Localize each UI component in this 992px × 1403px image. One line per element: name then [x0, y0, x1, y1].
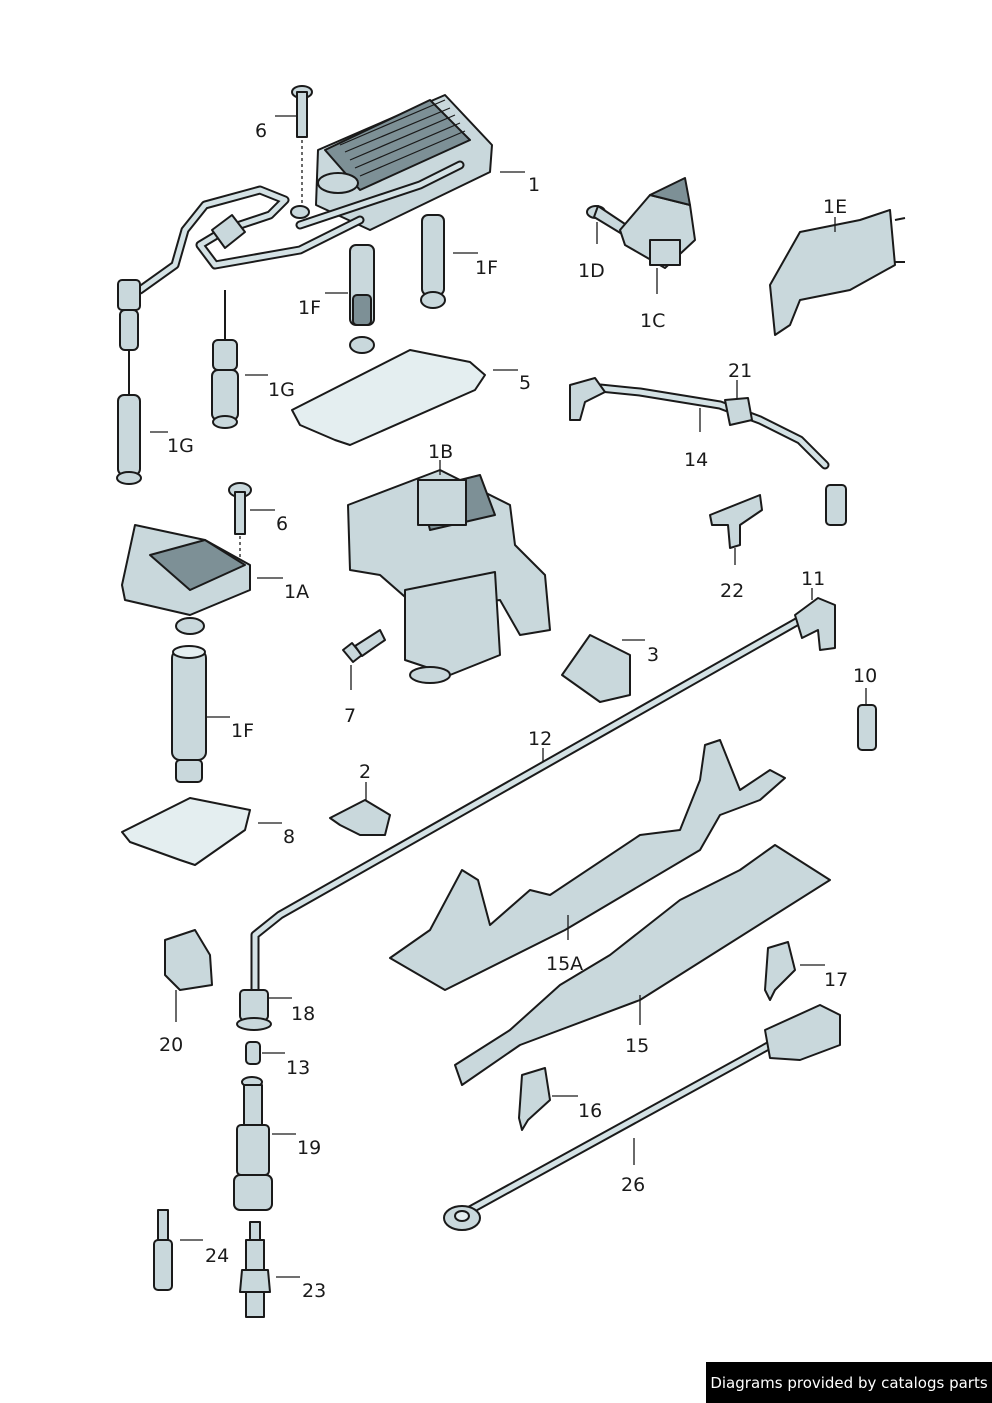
plug-lead-1g-left[interactable]: [116, 279, 142, 485]
label-2: 2: [359, 761, 371, 783]
part-labels: 6 1 1E 1D 1F 1F 1C 21 5 1G 1G 1B 14 6 11…: [159, 120, 877, 1302]
gasket-8[interactable]: [121, 797, 251, 866]
sensor-10[interactable]: [857, 704, 877, 751]
bolt-7[interactable]: [342, 629, 386, 663]
hose-clip-21[interactable]: [724, 397, 753, 426]
label-6-mid: 6: [276, 513, 288, 535]
label-12: 12: [528, 728, 552, 750]
spark-plug-23[interactable]: [239, 1221, 271, 1318]
label-1a: 1A: [284, 581, 309, 603]
label-15a: 15A: [546, 953, 583, 975]
label-14: 14: [684, 449, 708, 471]
ignition-coil-1a[interactable]: [121, 524, 251, 635]
label-17: 17: [824, 969, 848, 991]
label-1c: 1C: [640, 310, 665, 332]
plug-connector-19[interactable]: [233, 1076, 273, 1211]
label-3: 3: [647, 644, 659, 666]
plug-lead-1g-right[interactable]: [211, 290, 239, 429]
harness-bracket-15a[interactable]: [389, 739, 786, 991]
label-1f-a: 1F: [475, 257, 498, 279]
label-1: 1: [528, 174, 540, 196]
label-23: 23: [302, 1280, 326, 1302]
lead-12[interactable]: [250, 615, 805, 995]
sleeve-18[interactable]: [236, 989, 272, 1031]
clip-17[interactable]: [764, 941, 796, 1001]
ignition-coil-pack-1[interactable]: [135, 94, 493, 295]
label-1g-b: 1G: [167, 435, 194, 457]
elbow-connector-11[interactable]: [794, 597, 836, 651]
label-26: 26: [621, 1174, 645, 1196]
insert-13[interactable]: [245, 1041, 261, 1065]
label-20: 20: [159, 1034, 183, 1056]
boot-20[interactable]: [164, 929, 213, 991]
label-11: 11: [801, 568, 825, 590]
coil-connector-1f-upper[interactable]: [349, 214, 446, 354]
label-8: 8: [283, 826, 295, 848]
label-19: 19: [297, 1137, 321, 1159]
clip-16[interactable]: [518, 1067, 551, 1131]
gasket-5[interactable]: [291, 349, 486, 446]
label-1b: 1B: [428, 441, 453, 463]
label-5: 5: [519, 372, 531, 394]
label-13: 13: [286, 1057, 310, 1079]
ignition-module-1c[interactable]: [619, 177, 696, 269]
screw-1d[interactable]: [586, 205, 629, 235]
leader-lines: [150, 115, 867, 1278]
clip-2[interactable]: [329, 799, 391, 836]
bracket-1e[interactable]: [769, 209, 906, 336]
label-7: 7: [344, 705, 356, 727]
label-6-top: 6: [255, 120, 267, 142]
ignition-coil-1b[interactable]: [347, 469, 551, 684]
plug-connector-1f[interactable]: [171, 645, 207, 783]
clip-3[interactable]: [561, 634, 631, 703]
cover-plate-15[interactable]: [454, 844, 831, 1086]
label-18: 18: [291, 1003, 315, 1025]
label-21: 21: [728, 360, 752, 382]
wire-holder-22[interactable]: [709, 494, 763, 549]
label-1d: 1D: [578, 260, 605, 282]
label-10: 10: [853, 665, 877, 687]
knock-sensor-26[interactable]: [443, 1004, 841, 1231]
label-1f-b: 1F: [298, 297, 321, 319]
watermark-banner: Diagrams provided by catalogs parts: [706, 1362, 992, 1403]
label-22: 22: [720, 580, 744, 602]
label-1g-a: 1G: [268, 379, 295, 401]
label-16: 16: [578, 1100, 602, 1122]
screw-6-middle[interactable]: [228, 482, 252, 562]
label-15: 15: [625, 1035, 649, 1057]
label-24: 24: [205, 1245, 229, 1267]
label-1e: 1E: [823, 196, 847, 218]
label-1f-c: 1F: [231, 720, 254, 742]
screw-6-top[interactable]: [291, 85, 313, 205]
glow-plug-24[interactable]: [153, 1209, 173, 1291]
